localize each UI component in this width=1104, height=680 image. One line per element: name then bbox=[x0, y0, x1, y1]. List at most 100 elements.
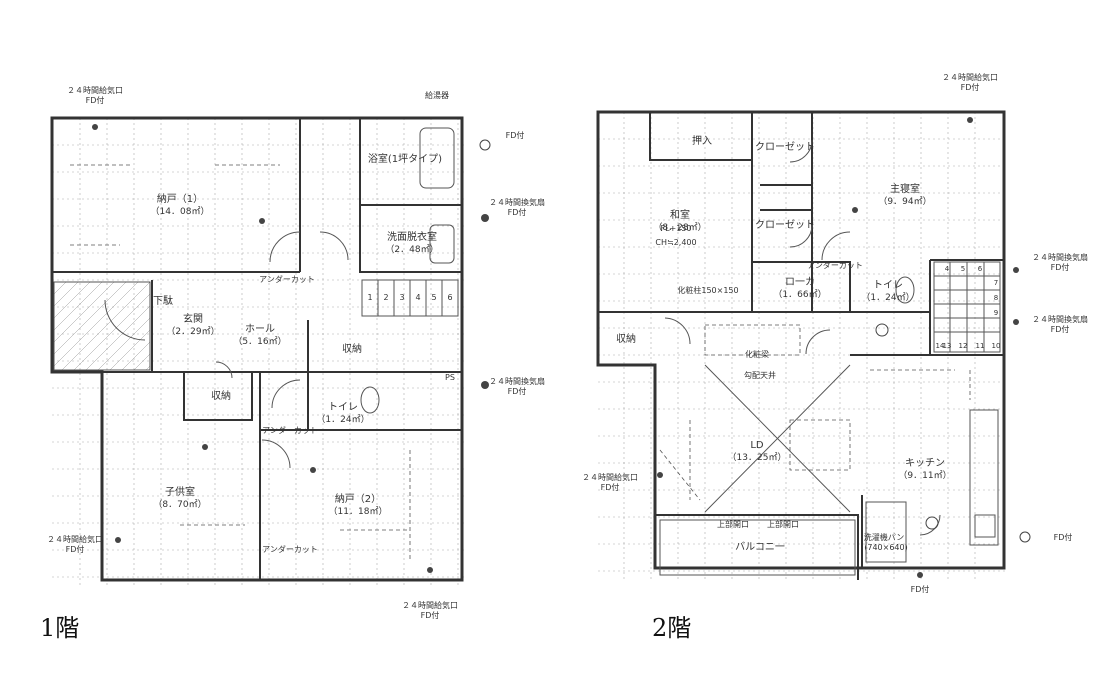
stair-number-1f-3: 3 bbox=[399, 293, 404, 302]
dashed-lines-1f bbox=[70, 164, 411, 560]
room-area-2f-ld: （13．25㎡） bbox=[728, 452, 787, 463]
room-name-2f-roka: ロ一カ bbox=[785, 276, 815, 288]
room-name-1f-nando2: 納戸（2） bbox=[335, 492, 381, 505]
note-ch: CH≒2,400 bbox=[655, 238, 696, 247]
room-name-2f-toilet2: トイレ bbox=[873, 280, 903, 291]
toilet-fixture-2f bbox=[895, 276, 915, 304]
annotation-1f-kyu_b-0: ２４時間給気口 bbox=[402, 600, 458, 610]
interior-walls-2f bbox=[598, 112, 1004, 580]
room-name-1f-nando1: 納戸（1） bbox=[157, 192, 203, 205]
vent-markers-2f bbox=[657, 117, 1031, 578]
washing-machine-pan bbox=[865, 501, 907, 563]
note-joubu2: 上部開口 bbox=[767, 519, 799, 529]
annotation-2f-kanki_b-1: FD付 bbox=[1051, 324, 1070, 334]
annotation-2f-kyu_tr-1: FD付 bbox=[961, 82, 980, 92]
dashed-lines-2f bbox=[659, 324, 971, 501]
annotation-2f-kanki_b-0: ２４時間換気扇 bbox=[1032, 314, 1088, 324]
stair-number-1f-1: 1 bbox=[367, 293, 372, 302]
annotation-1f-kanki_r-0: ２４時間換気扇 bbox=[489, 197, 545, 207]
stair-number-2f-11: 11 bbox=[976, 342, 985, 350]
room-name-2f-washitsu: 和室 bbox=[670, 208, 690, 221]
staircase-2f bbox=[933, 261, 1001, 353]
floor-plan-2f bbox=[596, 110, 1031, 582]
note-fl: FL+150 bbox=[660, 224, 691, 233]
outer-wall-1f bbox=[50, 116, 464, 582]
toilet-fixture-1f bbox=[360, 386, 380, 414]
outer-wall-2f bbox=[596, 110, 1006, 570]
note-sentaku: 洗濯機パン bbox=[864, 532, 904, 542]
annotation-1f-under_3-0: アンダーカット bbox=[262, 544, 318, 554]
room-name-2f-balcony: バルコニ一 bbox=[735, 541, 785, 553]
room-area-1f-toilet: （1．24㎡） bbox=[316, 414, 369, 425]
room-area-1f-hall: （5．16㎡） bbox=[233, 336, 286, 347]
room-name-1f-shuno_b: 収納 bbox=[211, 389, 231, 402]
annotation-1f-kyu_l-0: ２４時間給気口 bbox=[47, 534, 103, 544]
balcony-outline bbox=[659, 519, 856, 576]
vent-markers-1f bbox=[92, 124, 491, 573]
stair-number-2f-6: 6 bbox=[978, 265, 983, 273]
annotation-1f-under_2-0: アンダーカット bbox=[262, 425, 318, 435]
room-name-1f-hall: ホール bbox=[245, 323, 275, 335]
note-joubu1: 上部開口 bbox=[717, 519, 749, 529]
room-name-1f-genkan: 玄関 bbox=[183, 312, 203, 325]
annotation-1f-kyu_b-1: FD付 bbox=[421, 610, 440, 620]
room-area-1f-nando1: （14．08㎡） bbox=[151, 206, 210, 217]
room-area-2f-toilet2: （1．24㎡） bbox=[861, 292, 914, 303]
interior-walls-1f bbox=[52, 118, 462, 580]
stair-number-2f-12: 12 bbox=[959, 342, 968, 350]
annotation-2f-kyu_tr-0: ２４時間給気口 bbox=[942, 72, 998, 82]
annotation-2f-kyu_l2-1: FD付 bbox=[601, 482, 620, 492]
annotation-1f-kyuto-0: 給湯器 bbox=[425, 90, 449, 100]
note-keshou: 化粧柱150×150 bbox=[677, 285, 738, 295]
annotation-1f-under_1-0: アンダーカット bbox=[259, 274, 315, 284]
room-name-2f-kitchen: キッチン bbox=[905, 457, 945, 469]
stove bbox=[974, 514, 996, 538]
annotation-1f-fd_r1-0: FD付 bbox=[506, 130, 525, 140]
stair-number-1f-5: 5 bbox=[431, 293, 436, 302]
room-name-2f-closet1: クローゼット bbox=[755, 141, 815, 153]
annotation-1f-kanki_r2-0: ２４時間換気扇 bbox=[489, 376, 545, 386]
room-area-1f-genkan: （2．29㎡） bbox=[166, 326, 219, 337]
staircase-1f bbox=[361, 279, 459, 317]
note-fukinuke: 勾配天井 bbox=[744, 370, 776, 380]
room-name-1f-wash: 洗面脱衣室 bbox=[387, 230, 437, 243]
room-name-1f-kutsu: 下駄 bbox=[153, 294, 173, 307]
annotation-1f-kanki_r-1: FD付 bbox=[508, 207, 527, 217]
stair-number-1f-2: 2 bbox=[383, 293, 388, 302]
door-swings-1f bbox=[104, 231, 349, 469]
stair-number-1f-6: 6 bbox=[447, 293, 452, 302]
stair-number-2f-8: 8 bbox=[994, 294, 998, 302]
annotation-1f-kyu_tl-0: ２４時間給気口 bbox=[67, 85, 123, 95]
note-keshoubari: 化粧梁 bbox=[745, 349, 769, 359]
room-name-1f-bath: 浴室(1坪タイプ) bbox=[368, 152, 442, 165]
room-area-1f-nando2: （11．18㎡） bbox=[329, 506, 388, 517]
room-name-2f-closet2: クローゼット bbox=[755, 219, 815, 231]
room-area-2f-shinshitsu: （9．94㎡） bbox=[878, 196, 931, 207]
annotation-2f-fd_r-0: FD付 bbox=[1054, 532, 1073, 542]
annotation-2f-kanki_a-1: FD付 bbox=[1051, 262, 1070, 272]
bathtub bbox=[419, 127, 455, 189]
room-name-2f-ld: LD bbox=[750, 440, 764, 451]
room-name-2f-oshiire: 押入 bbox=[692, 134, 712, 147]
annotation-1f-kanki_r2-1: FD付 bbox=[508, 386, 527, 396]
room-name-2f-shuno2: 収納 bbox=[616, 332, 636, 345]
stair-number-2f-14: 14 bbox=[936, 342, 945, 350]
note-sentaku_size: (740×640) bbox=[864, 543, 907, 552]
annotation-1f-kyu_tl-1: FD付 bbox=[86, 95, 105, 105]
annotation-2f-kyu_l2-0: ２４時間給気口 bbox=[582, 472, 638, 482]
genkan-floor-hatch bbox=[53, 281, 151, 371]
room-area-1f-wash: （2．48㎡） bbox=[385, 244, 438, 255]
stair-number-1f-4: 4 bbox=[415, 293, 420, 302]
stair-number-2f-10: 10 bbox=[992, 342, 1001, 350]
room-name-1f-shuno_a: 収納 bbox=[342, 342, 362, 355]
stair-number-2f-5: 5 bbox=[961, 265, 965, 273]
stair-number-2f-13: 13 bbox=[943, 342, 952, 350]
annotation-2f-kanki_a-0: ２４時間換気扇 bbox=[1032, 252, 1088, 262]
floor-plan-1f bbox=[50, 116, 491, 585]
washbasin bbox=[429, 224, 455, 264]
stair-number-2f-4: 4 bbox=[945, 265, 950, 273]
room-area-2f-kitchen: （9．11㎡） bbox=[898, 470, 951, 481]
annotation-1f-ps-0: PS bbox=[445, 373, 455, 382]
room-name-1f-toilet: トイレ bbox=[328, 402, 358, 413]
room-area-2f-roka: （1．66㎡） bbox=[773, 289, 826, 300]
